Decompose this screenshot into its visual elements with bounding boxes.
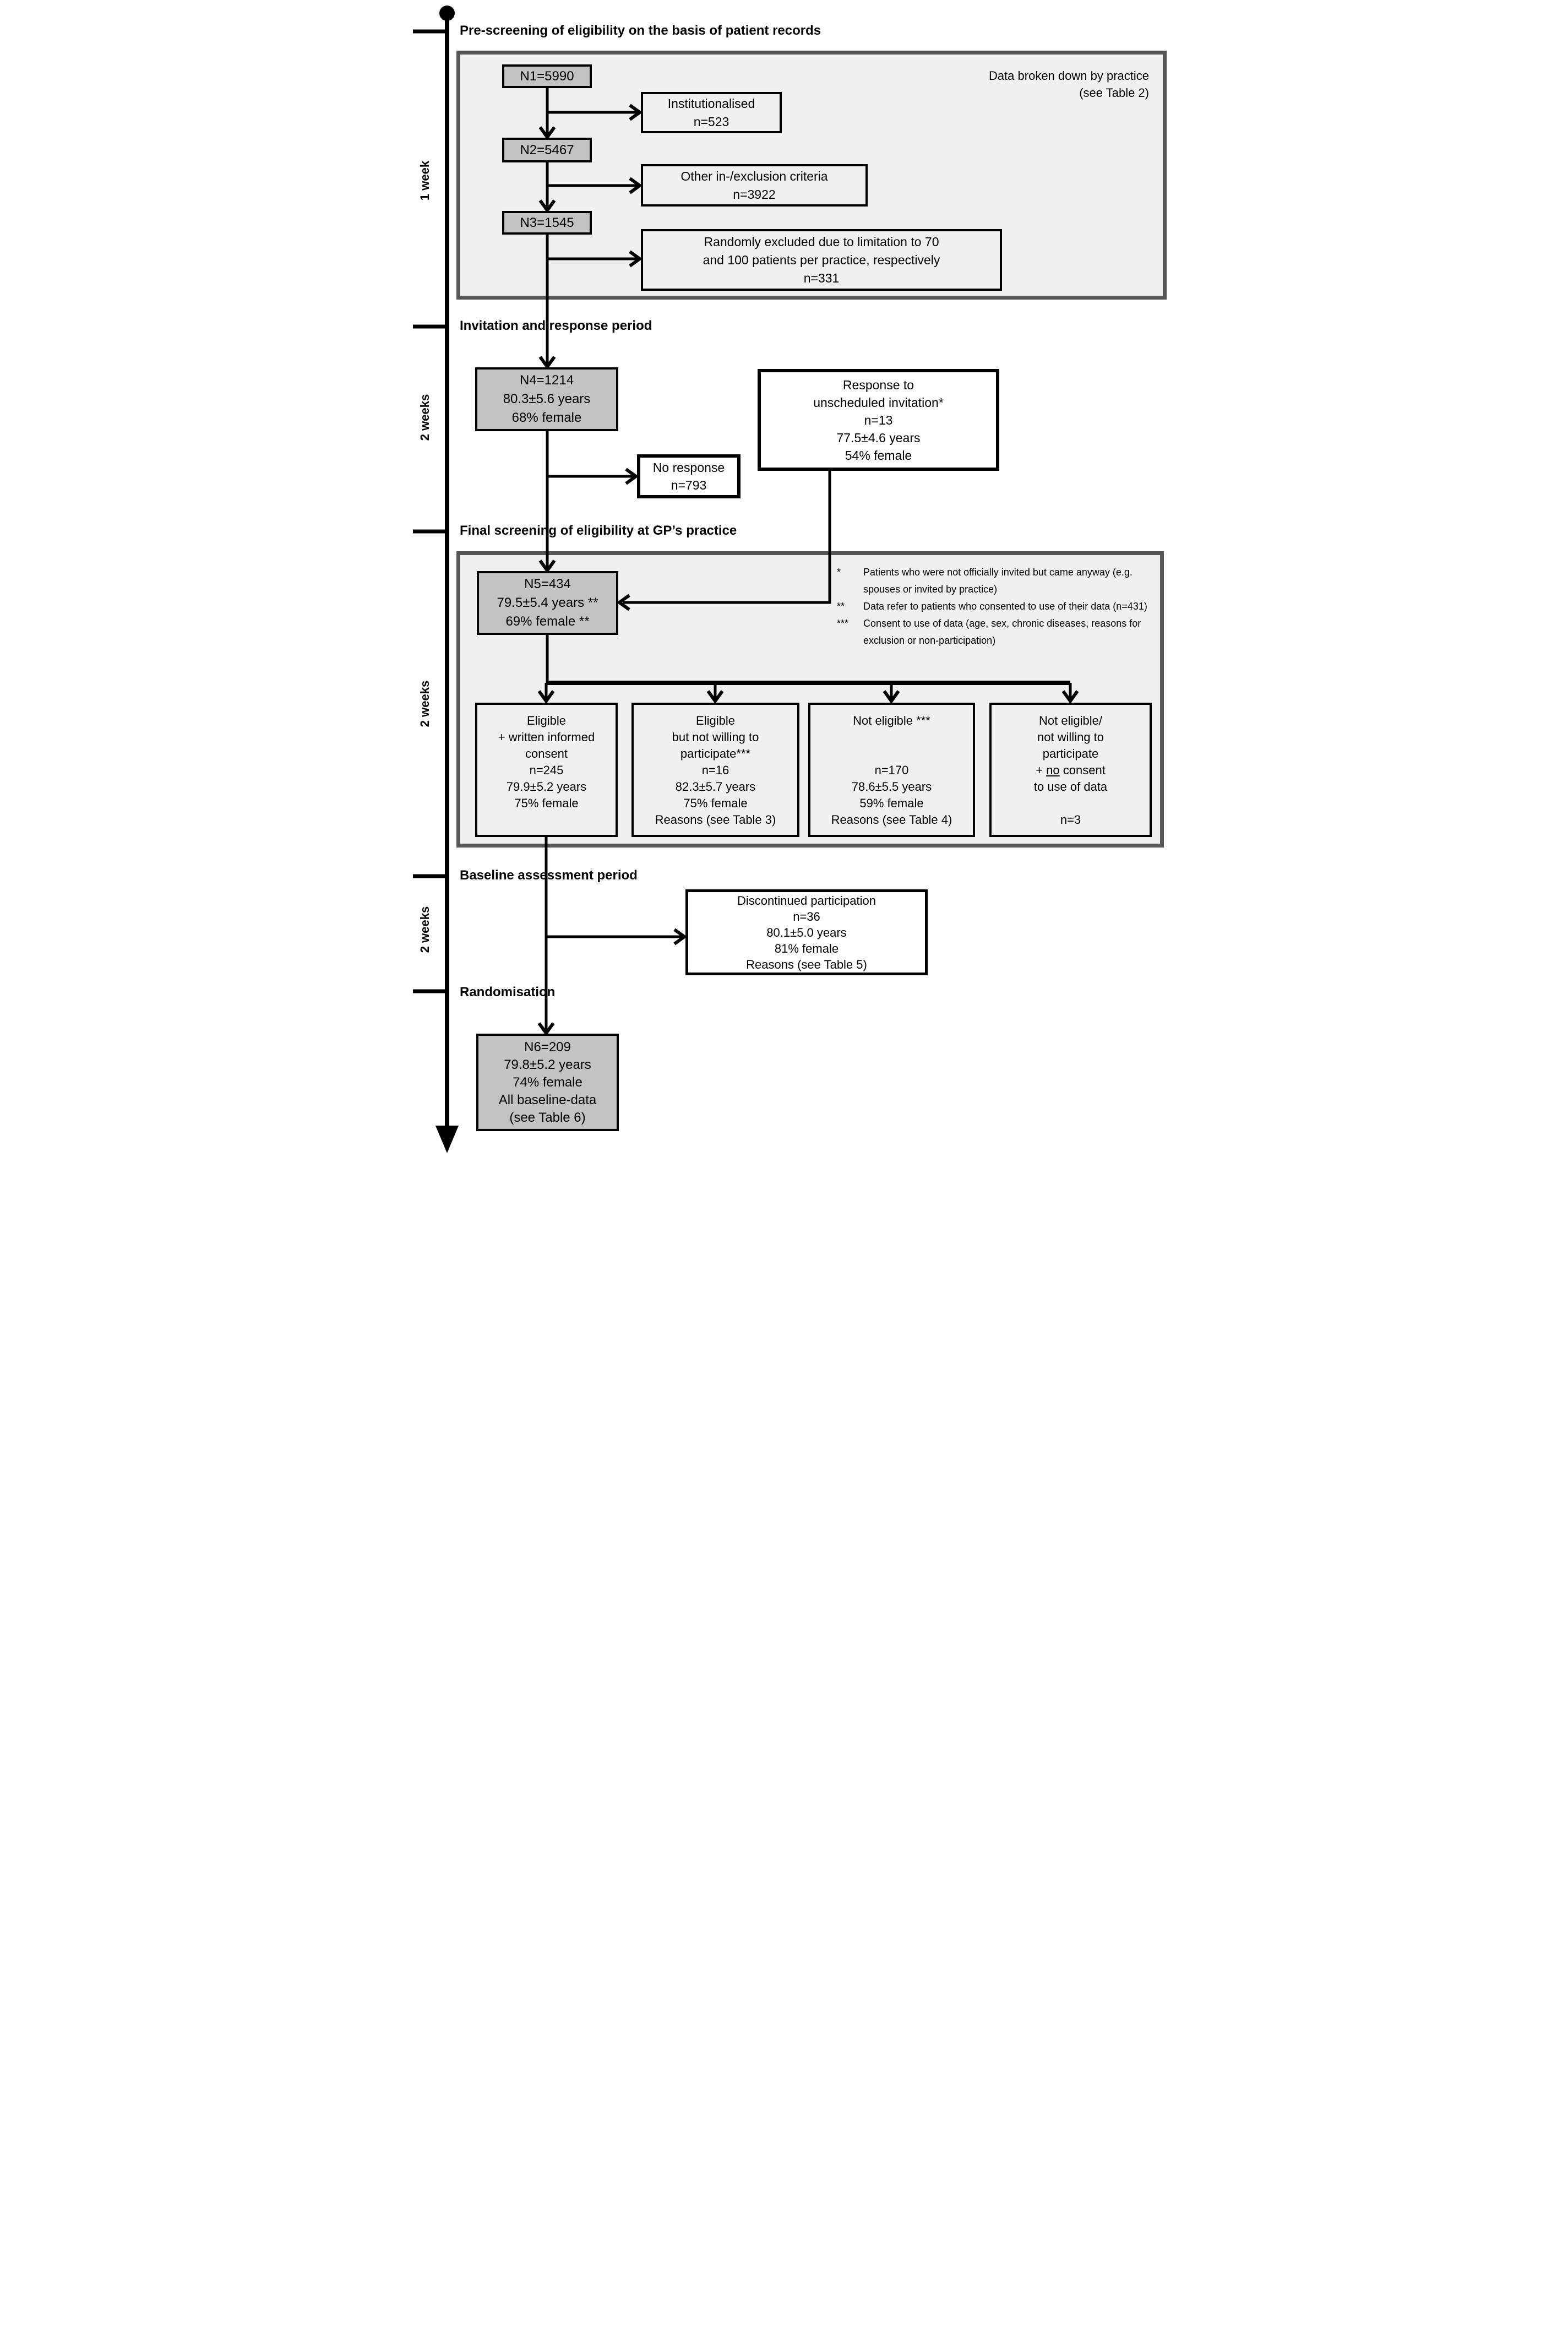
box-n3: N3=1545 <box>502 211 592 235</box>
arrow-no-response <box>625 468 639 485</box>
timeline-label-2-weeks-c: 2 weeks <box>418 906 432 953</box>
prescreening-data-note: Data broken down by practice (see Table … <box>988 69 1149 100</box>
timeline-start-dot <box>439 6 455 21</box>
footnote-list: * Patients who were not officially invit… <box>837 564 1148 649</box>
box-n6: N6=209 79.8±5.2 years 74% female All bas… <box>476 1034 619 1131</box>
box-eligible-consent: Eligible + written informed consent n=24… <box>475 703 618 837</box>
arrow-n6 <box>537 1022 555 1036</box>
footnote-text: Consent to use of data (age, sex, chroni… <box>863 618 1141 646</box>
footnote-item: * Patients who were not officially invit… <box>837 564 1148 598</box>
footnote-marker: *** <box>837 618 849 629</box>
timeline-label-1-week: 1 week <box>418 160 432 201</box>
footnote-item: ** Data refer to patients who consented … <box>837 598 1148 615</box>
box-n4: N4=1214 80.3±5.6 years 68% female <box>475 367 618 431</box>
heading-randomisation: Randomisation <box>460 985 556 999</box>
box-other-criteria: Other in-/exclusion criteria n=3922 <box>641 164 868 207</box>
box-response-unscheduled: Response to unscheduled invitation* n=13… <box>758 369 999 471</box>
box-not-eligible-no-consent: Not eligible/ not willing to participate… <box>989 703 1152 837</box>
footnote-text: Data refer to patients who consented to … <box>863 601 1147 612</box>
footnote-marker: * <box>837 567 841 578</box>
arrow-n3-n4 <box>538 356 556 370</box>
box-institutionalised: Institutionalised n=523 <box>641 92 782 133</box>
timeline-end-arrowhead <box>435 1126 459 1153</box>
flow-diagram: 1 week 2 weeks 2 weeks 2 weeks Pre-scree… <box>392 0 1176 1162</box>
arrow-discontinued <box>673 928 688 946</box>
box-no-response: No response n=793 <box>637 454 741 498</box>
box-not-eligible: Not eligible *** n=170 78.6±5.5 years 59… <box>808 703 975 837</box>
heading-invitation: Invitation and response period <box>460 318 652 333</box>
footnote-text: Patients who were not officially invited… <box>863 567 1133 595</box>
box-eligible-not-willing: Eligible but not willing to participate*… <box>631 703 799 837</box>
box-n1: N1=5990 <box>502 64 592 88</box>
box-n2: N2=5467 <box>502 138 592 162</box>
box-n5: N5=434 79.5±5.4 years ** 69% female ** <box>477 571 618 635</box>
heading-final-screening: Final screening of eligibility at GP’s p… <box>460 523 737 538</box>
box-randomly-excluded: Randomly excluded due to limitation to 7… <box>641 229 1002 291</box>
box-discontinued: Discontinued participation n=36 80.1±5.0… <box>685 889 928 975</box>
underlined-no-line: + no consent <box>1036 763 1106 777</box>
footnote-marker: ** <box>837 601 845 612</box>
timeline-label-2-weeks-b: 2 weeks <box>418 680 432 727</box>
footnote-item: *** Consent to use of data (age, sex, ch… <box>837 615 1148 649</box>
heading-baseline: Baseline assessment period <box>460 868 638 883</box>
timeline-label-2-weeks-a: 2 weeks <box>418 394 432 441</box>
heading-prescreening: Pre-screening of eligibility on the basi… <box>460 23 821 38</box>
